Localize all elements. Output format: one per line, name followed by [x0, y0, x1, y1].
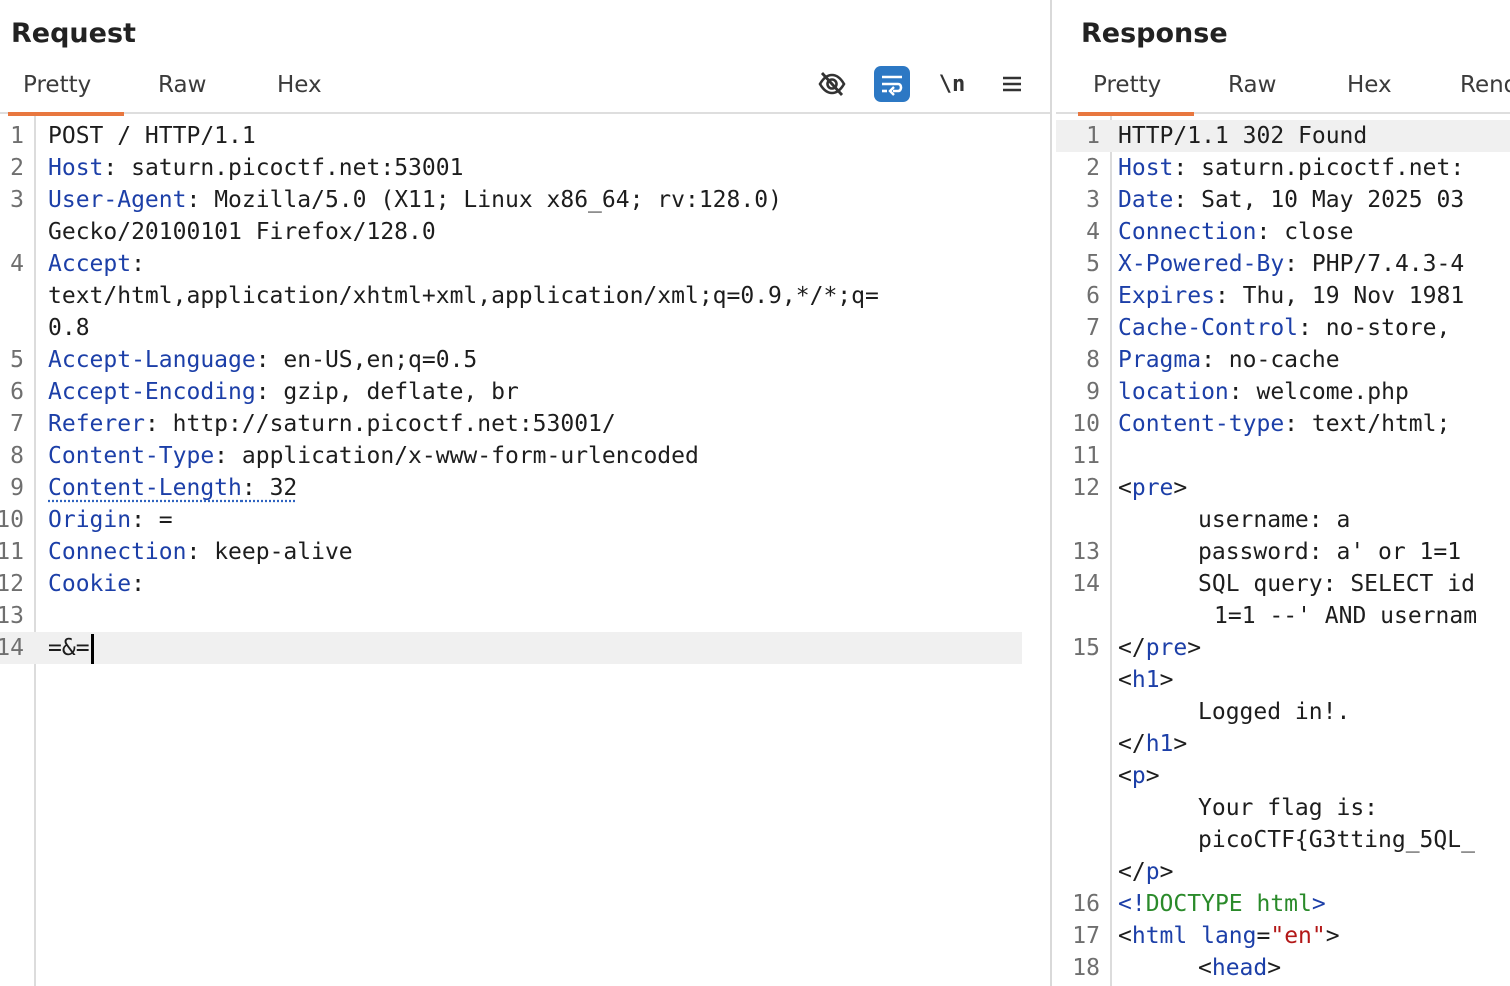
request-line: 2 Host: saturn.picoctf.net:53001 — [10, 155, 464, 181]
tab-response-pretty[interactable]: Pretty — [1077, 72, 1195, 116]
tab-response-raw[interactable]: Raw — [1228, 72, 1277, 98]
response-line: 17 <html lang="en"> — [1072, 923, 1340, 949]
request-line: 12 Cookie: — [0, 571, 159, 597]
response-gutter — [1056, 116, 1112, 986]
request-editor[interactable]: 1 POST / HTTP/1.1 2 Host: saturn.picoctf… — [0, 116, 1050, 986]
request-line: text/html,application/xhtml+xml,applicat… — [48, 283, 879, 309]
response-line: 3 Date: Sat, 10 May 2025 03 — [1086, 187, 1465, 213]
response-line: 7 Cache-Control: no-store, — [1086, 315, 1451, 341]
response-line: 9 location: welcome.php — [1086, 379, 1409, 405]
request-tabbar: Pretty Raw Hex — [0, 66, 1050, 116]
newline-icon[interactable]: \n — [938, 71, 966, 97]
response-line: 12 <pre> — [1072, 475, 1188, 501]
tab-request-pretty[interactable]: Pretty — [7, 72, 125, 116]
response-line: 6 Expires: Thu, 19 Nov 1981 — [1086, 283, 1465, 309]
response-pane: Response Pretty Raw Hex Rend 1 HTTP/1.1 … — [1056, 0, 1510, 986]
request-line: 13 — [0, 603, 24, 629]
request-line: 3 User-Agent: Mozilla/5.0 (X11; Linux x8… — [10, 187, 782, 213]
request-line: Gecko/20100101 Firefox/128.0 — [48, 219, 436, 245]
request-line: 8 Content-Type: application/x-www-form-u… — [10, 443, 699, 469]
response-line: 5 X-Powered-By: PHP/7.4.3-4 — [1086, 251, 1465, 277]
response-line: 13 password: a' or 1=1 — [1072, 539, 1462, 565]
request-toolbar: \n — [814, 66, 1030, 102]
tab-response-render[interactable]: Rend — [1460, 72, 1510, 98]
response-line: Your flag is: — [1198, 795, 1379, 821]
tab-request-raw[interactable]: Raw — [158, 72, 207, 98]
response-line: 11 — [1072, 443, 1100, 469]
request-line: 0.8 — [48, 315, 90, 341]
pane-splitter[interactable] — [1050, 0, 1056, 986]
text-cursor — [90, 633, 94, 664]
request-body-line[interactable]: 14 =&= — [0, 632, 1022, 664]
response-line: </h1> — [1118, 731, 1188, 757]
response-line: <h1> — [1118, 667, 1174, 693]
response-tabbar: Pretty Raw Hex Rend — [1056, 66, 1510, 116]
response-line: 1=1 --' AND usernam — [1214, 603, 1478, 629]
response-line: Logged in!. — [1198, 699, 1351, 725]
request-line: 10 Origin: = — [0, 507, 173, 533]
response-line: picoCTF{G3tting_5QL_ — [1198, 827, 1475, 853]
response-line: 2 Host: saturn.picoctf.net: — [1086, 155, 1465, 181]
request-line: 11 Connection: keep-alive — [0, 539, 353, 565]
response-line: <p> — [1118, 763, 1160, 789]
response-line: 18 <head> — [1072, 955, 1282, 981]
request-line: 4 Accept: — [10, 251, 145, 277]
response-line: </p> — [1118, 859, 1174, 885]
tab-response-hex[interactable]: Hex — [1347, 72, 1392, 98]
request-title: Request — [11, 18, 136, 49]
response-line: 1 HTTP/1.1 302 Found — [1056, 120, 1510, 152]
response-line: 8 Pragma: no-cache — [1086, 347, 1340, 373]
response-line: 4 Connection: close — [1086, 219, 1354, 245]
request-gutter — [0, 116, 36, 986]
response-line: 15 </pre> — [1072, 635, 1202, 661]
request-line: 7 Referer: http://saturn.picoctf.net:530… — [10, 411, 616, 437]
response-line: 10 Content-type: text/html; — [1072, 411, 1451, 437]
response-line: 14 SQL query: SELECT id — [1072, 571, 1475, 597]
request-line: 9 Content-Length: 32 — [10, 475, 298, 501]
request-pane: Request Pretty Raw Hex \n — [0, 18, 1050, 986]
eye-off-icon[interactable] — [814, 66, 850, 102]
request-line: 6 Accept-Encoding: gzip, deflate, br — [10, 379, 519, 405]
tab-request-hex[interactable]: Hex — [277, 72, 322, 98]
response-editor[interactable]: 1 HTTP/1.1 302 Found 2 Host: saturn.pico… — [1056, 116, 1510, 986]
response-line: 16 <!DOCTYPE html> — [1072, 891, 1326, 917]
menu-icon[interactable] — [994, 66, 1030, 102]
request-line: 1 POST / HTTP/1.1 — [10, 123, 256, 149]
wrap-icon[interactable] — [874, 66, 910, 102]
response-title: Response — [1081, 18, 1228, 49]
request-line: 5 Accept-Language: en-US,en;q=0.5 — [10, 347, 478, 373]
response-line: username: a — [1198, 507, 1351, 533]
